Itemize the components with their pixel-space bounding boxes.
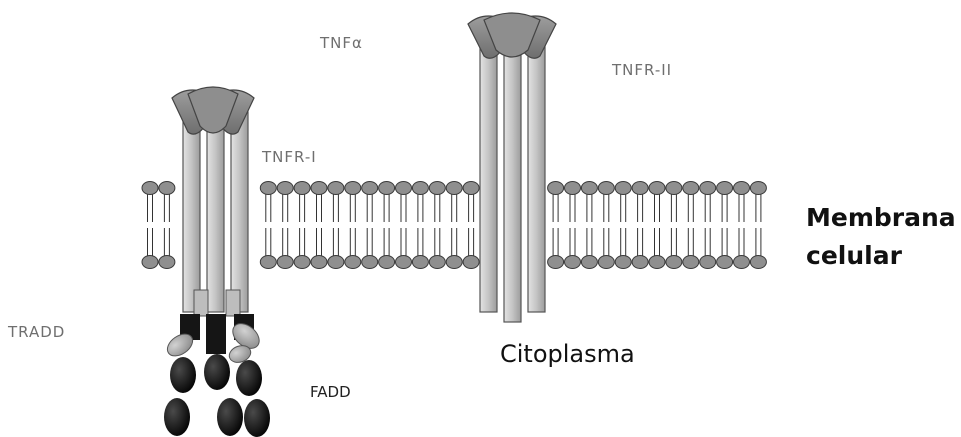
lipid-head xyxy=(429,182,445,195)
lipid-head xyxy=(328,256,344,269)
fadd-oval-3 xyxy=(236,360,262,396)
lipid-head xyxy=(717,182,733,195)
lipid-head xyxy=(598,182,614,195)
lipid-head xyxy=(311,182,327,195)
lipid-head xyxy=(362,182,378,195)
membrana-label-line2: celular xyxy=(806,243,902,268)
tnfr-i-rod-middle xyxy=(207,112,224,312)
caspase-oval-3 xyxy=(244,399,270,437)
tnf-alpha-label: TNFα xyxy=(320,36,363,51)
lipid-head xyxy=(548,182,564,195)
tnfr-ii-receptor xyxy=(468,13,556,322)
lipid-head xyxy=(463,182,479,195)
tnfr-i-rod-left xyxy=(183,112,200,312)
lipid-head xyxy=(734,256,750,269)
lipid-head xyxy=(446,256,462,269)
lipid-head xyxy=(565,256,581,269)
lipid-head xyxy=(159,182,175,195)
lipid-head xyxy=(717,256,733,269)
lipid-head xyxy=(581,256,597,269)
lipid-head xyxy=(750,256,766,269)
lipid-head xyxy=(463,256,479,269)
lipid-head xyxy=(700,256,716,269)
lipid-head xyxy=(666,182,682,195)
lipid-head xyxy=(446,182,462,195)
death-domain-complex xyxy=(163,314,270,437)
lipid-head xyxy=(632,182,648,195)
caspase-oval-1 xyxy=(164,398,190,436)
lipid-head xyxy=(565,182,581,195)
tnfr-i-label: TNFR-I xyxy=(262,150,317,165)
citoplasma-label: Citoplasma xyxy=(500,342,635,366)
lipid-head xyxy=(311,256,327,269)
lipid-head xyxy=(632,256,648,269)
tnfr-i-receptor xyxy=(172,87,254,316)
lipid-head xyxy=(598,256,614,269)
fadd-oval-2 xyxy=(204,354,230,390)
tnfr-i-tail-left xyxy=(194,290,208,316)
tnfr-i-tail-right xyxy=(226,290,240,316)
lipid-head xyxy=(734,182,750,195)
lipid-head xyxy=(294,256,310,269)
lipid-head xyxy=(260,182,276,195)
lipid-head xyxy=(700,182,716,195)
lipid-head xyxy=(412,256,428,269)
lipid-head xyxy=(666,256,682,269)
lipid-head xyxy=(548,256,564,269)
lipid-head xyxy=(294,182,310,195)
lipid-head xyxy=(345,256,361,269)
fadd-oval-1 xyxy=(170,357,196,393)
lipid-head xyxy=(277,182,293,195)
lipid-head xyxy=(649,182,665,195)
lipid-head xyxy=(615,256,631,269)
tnfr-i-rod-right xyxy=(231,112,248,312)
lipid-head xyxy=(396,256,412,269)
tnfr-ii-rod-right xyxy=(528,36,545,312)
lipid-head xyxy=(362,256,378,269)
fadd-label: FADD xyxy=(310,385,351,400)
tnfr-ii-label: TNFR-II xyxy=(612,63,672,78)
lipid-head xyxy=(649,256,665,269)
lipid-head xyxy=(260,256,276,269)
lipid-head xyxy=(683,256,699,269)
lipid-head xyxy=(379,256,395,269)
membrana-label-line1: Membrana xyxy=(806,205,956,230)
lipid-head xyxy=(615,182,631,195)
lipid-head xyxy=(142,256,158,269)
lipid-head xyxy=(345,182,361,195)
lipid-head xyxy=(159,256,175,269)
caspase-oval-2 xyxy=(217,398,243,436)
lipid-head xyxy=(412,182,428,195)
death-domain-middle xyxy=(206,314,226,354)
lipid-head xyxy=(581,182,597,195)
lipid-head xyxy=(396,182,412,195)
tradd-label: TRADD xyxy=(8,325,65,340)
tnfr-ii-rod-left xyxy=(480,36,497,312)
tnfr-ii-rod-middle xyxy=(504,36,521,322)
lipid-head xyxy=(429,256,445,269)
lipid-head xyxy=(277,256,293,269)
lipid-head xyxy=(683,182,699,195)
lipid-head xyxy=(379,182,395,195)
lipid-head xyxy=(750,182,766,195)
lipid-head xyxy=(142,182,158,195)
lipid-head xyxy=(328,182,344,195)
